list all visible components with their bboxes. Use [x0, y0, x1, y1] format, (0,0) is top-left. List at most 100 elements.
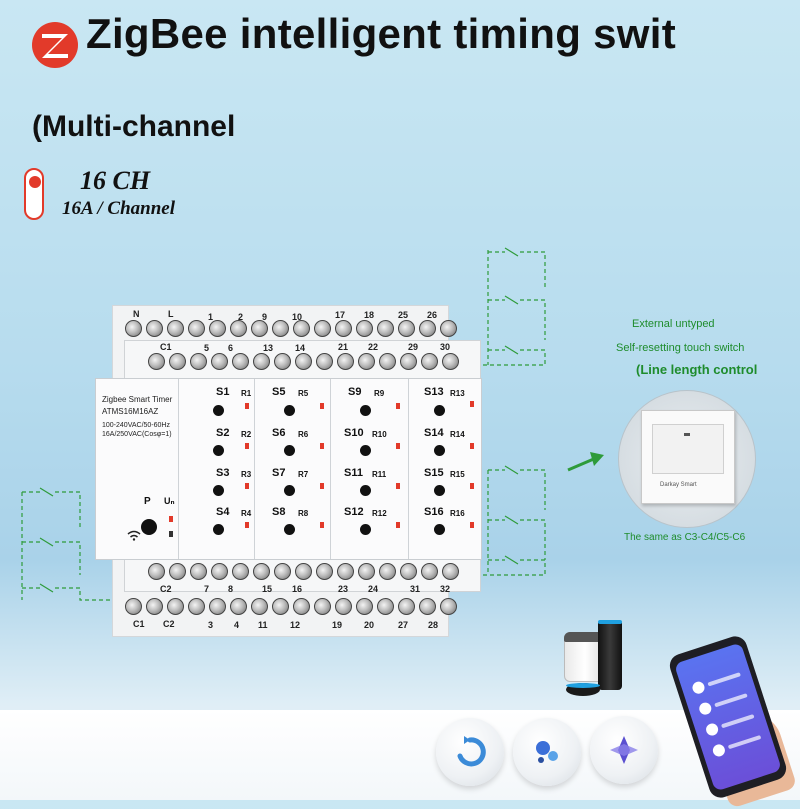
- terminal-screw[interactable]: [148, 353, 165, 370]
- terminal-screw[interactable]: [440, 320, 457, 337]
- channel-button[interactable]: [360, 445, 371, 456]
- channel-button[interactable]: [284, 405, 295, 416]
- terminal-screw[interactable]: [148, 563, 165, 580]
- terminal-screw[interactable]: [356, 598, 373, 615]
- relay-led: [396, 522, 400, 528]
- terminal-label: 18: [364, 310, 375, 320]
- terminal-screw[interactable]: [188, 598, 205, 615]
- terminal-screw[interactable]: [421, 353, 438, 370]
- terminal-screw[interactable]: [230, 598, 247, 615]
- terminal-screw[interactable]: [295, 353, 312, 370]
- device-spec-voltage: 100-240VAC/50-60Hz: [102, 422, 170, 429]
- channel-button[interactable]: [434, 485, 445, 496]
- channel-button[interactable]: [360, 485, 371, 496]
- terminal-screw[interactable]: [335, 598, 352, 615]
- terminal-screw[interactable]: [316, 353, 333, 370]
- terminal-screw[interactable]: [442, 353, 459, 370]
- terminal-screw[interactable]: [314, 598, 331, 615]
- terminal-screw[interactable]: [293, 598, 310, 615]
- terminal-screw[interactable]: [379, 353, 396, 370]
- channel-button[interactable]: [213, 485, 224, 496]
- terminal-screw[interactable]: [272, 598, 289, 615]
- terminal-screw[interactable]: [295, 563, 312, 580]
- terminal-screw[interactable]: [253, 353, 270, 370]
- terminal-screw[interactable]: [146, 320, 163, 337]
- terminal-screw[interactable]: [398, 320, 415, 337]
- terminal-screw[interactable]: [400, 353, 417, 370]
- terminal-screw[interactable]: [190, 353, 207, 370]
- pairing-button[interactable]: [141, 519, 157, 535]
- channel-button[interactable]: [284, 524, 295, 535]
- terminal-screw[interactable]: [167, 598, 184, 615]
- terminal-screw[interactable]: [190, 563, 207, 580]
- terminal-screw[interactable]: [253, 563, 270, 580]
- terminal-screw[interactable]: [379, 563, 396, 580]
- channel-button[interactable]: [434, 445, 445, 456]
- terminal-screw[interactable]: [272, 320, 289, 337]
- relay-led: [396, 403, 400, 409]
- terminal-screw[interactable]: [400, 563, 417, 580]
- channel-button[interactable]: [213, 405, 224, 416]
- relay-led: [470, 401, 474, 407]
- relay-led: [245, 522, 249, 528]
- terminal-label: 22: [368, 342, 379, 352]
- terminal-screw[interactable]: [293, 320, 310, 337]
- app-toggle-icon[interactable]: [697, 701, 713, 717]
- terminal-screw[interactable]: [358, 353, 375, 370]
- channel-button[interactable]: [284, 445, 295, 456]
- terminal-screw[interactable]: [316, 563, 333, 580]
- terminal-screw[interactable]: [209, 598, 226, 615]
- channel-button[interactable]: [213, 524, 224, 535]
- terminal-screw[interactable]: [167, 320, 184, 337]
- terminal-screw[interactable]: [398, 598, 415, 615]
- terminal-screw[interactable]: [442, 563, 459, 580]
- terminal-screw[interactable]: [251, 320, 268, 337]
- terminal-screw[interactable]: [335, 320, 352, 337]
- terminal-label: 3: [208, 620, 214, 630]
- channel-button[interactable]: [360, 524, 371, 535]
- terminal-screw[interactable]: [377, 320, 394, 337]
- terminal-screw[interactable]: [232, 563, 249, 580]
- terminal-screw[interactable]: [125, 320, 142, 337]
- terminal-screw[interactable]: [356, 320, 373, 337]
- channel-button[interactable]: [434, 524, 445, 535]
- channel-button[interactable]: [360, 405, 371, 416]
- terminal-screw[interactable]: [421, 563, 438, 580]
- terminal-screw[interactable]: [314, 320, 331, 337]
- terminal-screw[interactable]: [125, 598, 142, 615]
- terminal-screw[interactable]: [274, 353, 291, 370]
- terminal-screw[interactable]: [440, 598, 457, 615]
- terminal-screw[interactable]: [169, 353, 186, 370]
- terminal-screw[interactable]: [169, 563, 186, 580]
- assistant-logo-icon: [590, 716, 658, 784]
- switch-label: S7: [272, 467, 286, 479]
- terminal-screw[interactable]: [419, 598, 436, 615]
- terminal-screw[interactable]: [209, 320, 226, 337]
- terminal-screw[interactable]: [251, 598, 268, 615]
- channel-button[interactable]: [284, 485, 295, 496]
- terminal-screw[interactable]: [146, 598, 163, 615]
- switch-label: S6: [272, 427, 286, 439]
- terminal-screw[interactable]: [188, 320, 205, 337]
- relay-label: R4: [241, 509, 252, 518]
- terminal-screw[interactable]: [419, 320, 436, 337]
- terminal-screw[interactable]: [232, 353, 249, 370]
- terminal-screw[interactable]: [211, 563, 228, 580]
- terminal-screw[interactable]: [211, 353, 228, 370]
- relay-label: R10: [372, 430, 387, 439]
- terminal-screw[interactable]: [337, 563, 354, 580]
- app-row: [714, 693, 748, 708]
- app-toggle-icon[interactable]: [704, 721, 720, 738]
- terminal-screw[interactable]: [230, 320, 247, 337]
- terminal-screw[interactable]: [337, 353, 354, 370]
- app-toggle-icon[interactable]: [711, 742, 727, 759]
- terminal-screw[interactable]: [358, 563, 375, 580]
- wall-switch-rocker[interactable]: [652, 424, 724, 474]
- relay-label: R9: [374, 389, 385, 398]
- channel-button[interactable]: [434, 405, 445, 416]
- terminal-label: C2: [160, 584, 172, 594]
- terminal-screw[interactable]: [274, 563, 291, 580]
- terminal-screw[interactable]: [377, 598, 394, 615]
- app-toggle-icon[interactable]: [690, 680, 707, 696]
- channel-button[interactable]: [213, 445, 224, 456]
